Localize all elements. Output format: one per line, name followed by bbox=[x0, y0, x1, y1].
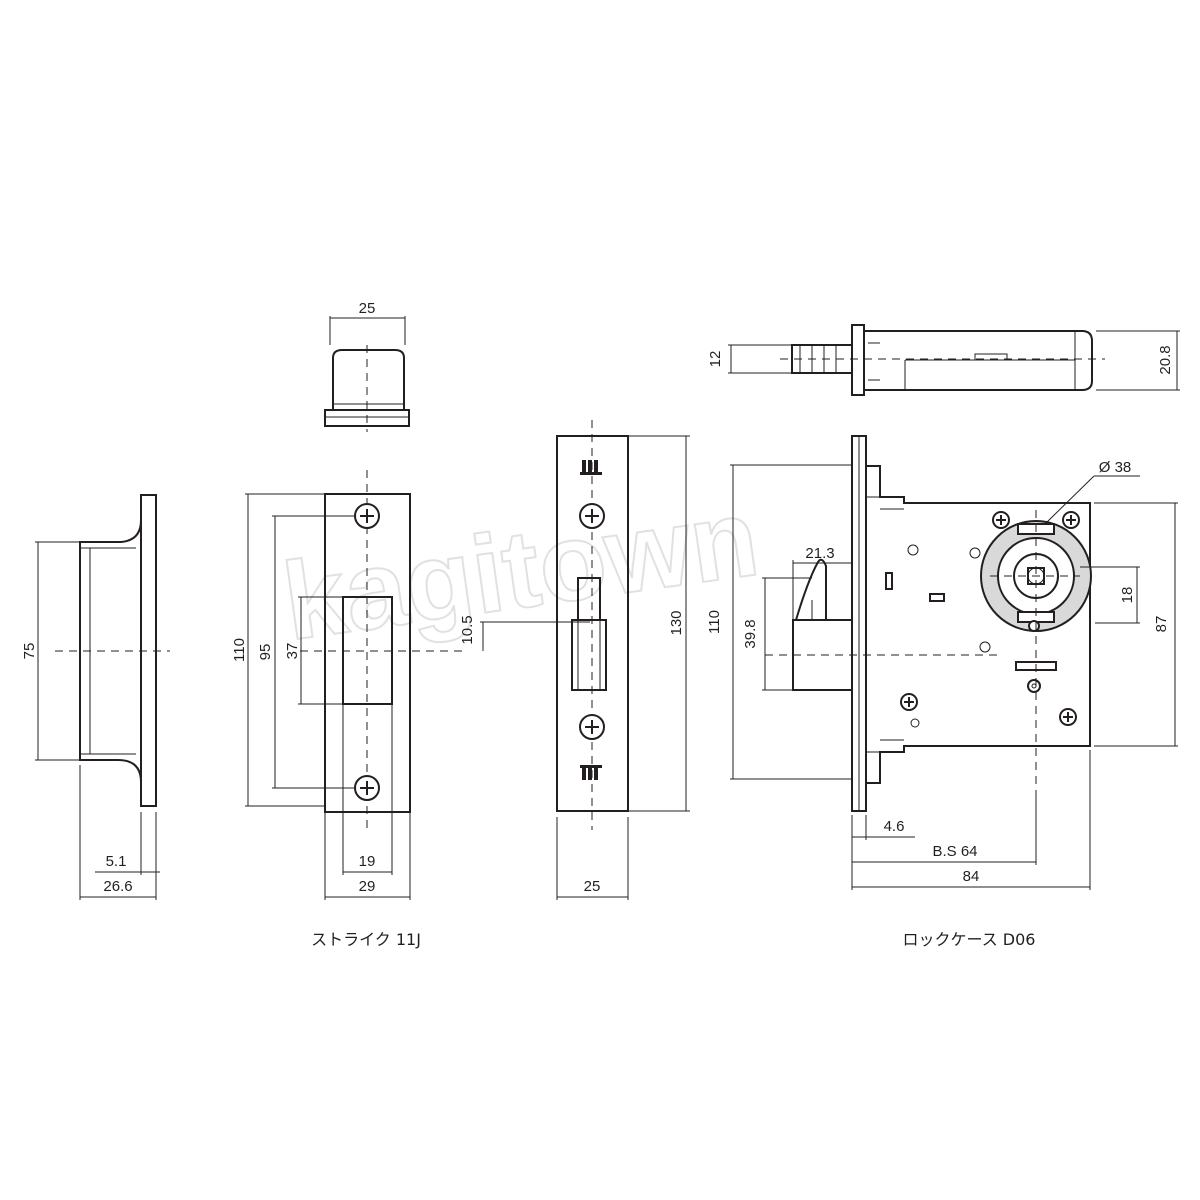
strike-side-view: 75 5.1 26.6 bbox=[21, 494, 170, 900]
caption-lockcase: ロックケース D06 bbox=[903, 930, 1036, 949]
dim-39-8: 39.8 bbox=[742, 619, 759, 648]
screw-icon bbox=[579, 714, 605, 740]
dim-5-1: 5.1 bbox=[106, 853, 127, 870]
screw-icon bbox=[992, 511, 1010, 529]
dim-dia-38: Ø 38 bbox=[1099, 459, 1132, 476]
dim-20-8: 20.8 bbox=[1157, 345, 1174, 374]
dim-75: 75 bbox=[21, 643, 38, 660]
screw-icon bbox=[1059, 708, 1077, 726]
dim-10-5: 10.5 bbox=[459, 615, 476, 644]
faceplate-view: 130 25 bbox=[556, 420, 690, 900]
screw-icon bbox=[354, 503, 380, 529]
dim-84: 84 bbox=[963, 868, 980, 885]
dim-25-faceplate: 25 bbox=[584, 878, 601, 895]
dim-12: 12 bbox=[707, 351, 724, 368]
dim-18: 18 bbox=[1119, 587, 1136, 604]
lockcase-front-view: 110 39.8 21.3 Ø 38 18 87 4.6 B.S 64 84 bbox=[706, 435, 1178, 890]
dim-19: 19 bbox=[359, 853, 376, 870]
dim-4-6: 4.6 bbox=[884, 818, 905, 835]
screw-icon bbox=[354, 775, 380, 801]
strike-front-view: 110 95 37 19 29 bbox=[231, 470, 465, 900]
watermark: kagitown bbox=[276, 476, 765, 664]
dim-29: 29 bbox=[359, 878, 376, 895]
screw-icon bbox=[1062, 511, 1080, 529]
dim-130: 130 bbox=[668, 610, 685, 635]
dim-110-strike: 110 bbox=[231, 638, 248, 662]
brand-mark-icon bbox=[580, 765, 602, 780]
dim-110-lockcase: 110 bbox=[706, 610, 723, 634]
dim-95: 95 bbox=[257, 644, 274, 661]
strike-top-view: 25 bbox=[324, 300, 410, 432]
dim-backset-64: B.S 64 bbox=[932, 843, 977, 860]
screw-icon bbox=[579, 503, 605, 529]
dim-37: 37 bbox=[284, 643, 301, 660]
brand-mark-icon bbox=[580, 460, 602, 475]
dim-87: 87 bbox=[1153, 616, 1170, 633]
caption-strike: ストライク 11J bbox=[311, 930, 421, 949]
screw-icon bbox=[900, 693, 918, 711]
dim-21-3: 21.3 bbox=[805, 545, 834, 562]
dim-26-6: 26.6 bbox=[103, 878, 132, 895]
dim-25-top: 25 bbox=[359, 300, 376, 317]
lockcase-top-view: 12 20.8 bbox=[707, 324, 1180, 396]
